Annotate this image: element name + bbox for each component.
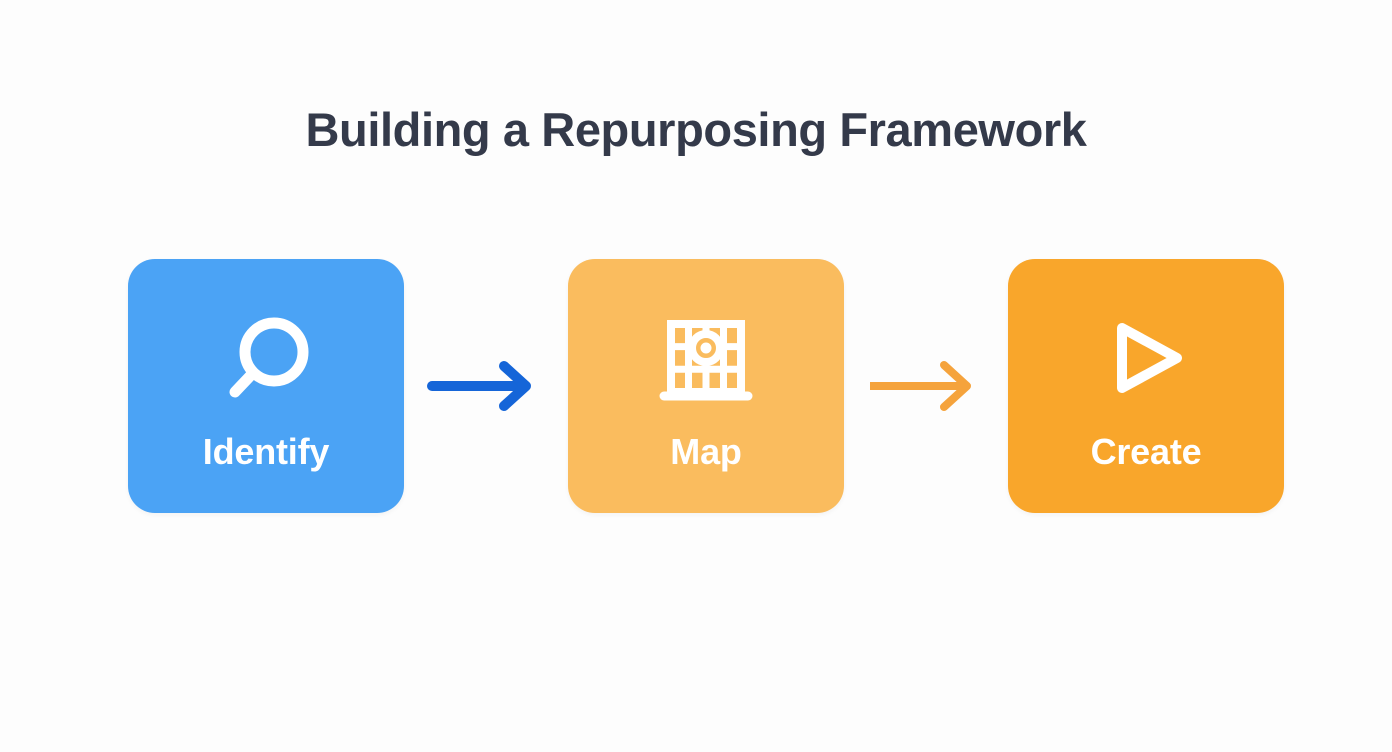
page-title: Building a Repurposing Framework (305, 103, 1087, 156)
play-triangle-icon (1091, 308, 1201, 418)
flow-step-label: Map (670, 431, 742, 472)
arrow-right-icon-1 (426, 356, 546, 416)
flow-step-label: Create (1090, 431, 1202, 472)
process-flow: Identify (128, 258, 1284, 514)
flow-step-identify[interactable]: Identify (128, 259, 404, 513)
flow-step-create[interactable]: Create (1008, 259, 1284, 513)
flow-step-map[interactable]: Map (568, 259, 844, 513)
search-icon (211, 308, 321, 418)
map-grid-icon (651, 308, 761, 418)
arrow-right-icon-2 (866, 356, 986, 416)
flow-step-label: Identify (202, 431, 330, 472)
